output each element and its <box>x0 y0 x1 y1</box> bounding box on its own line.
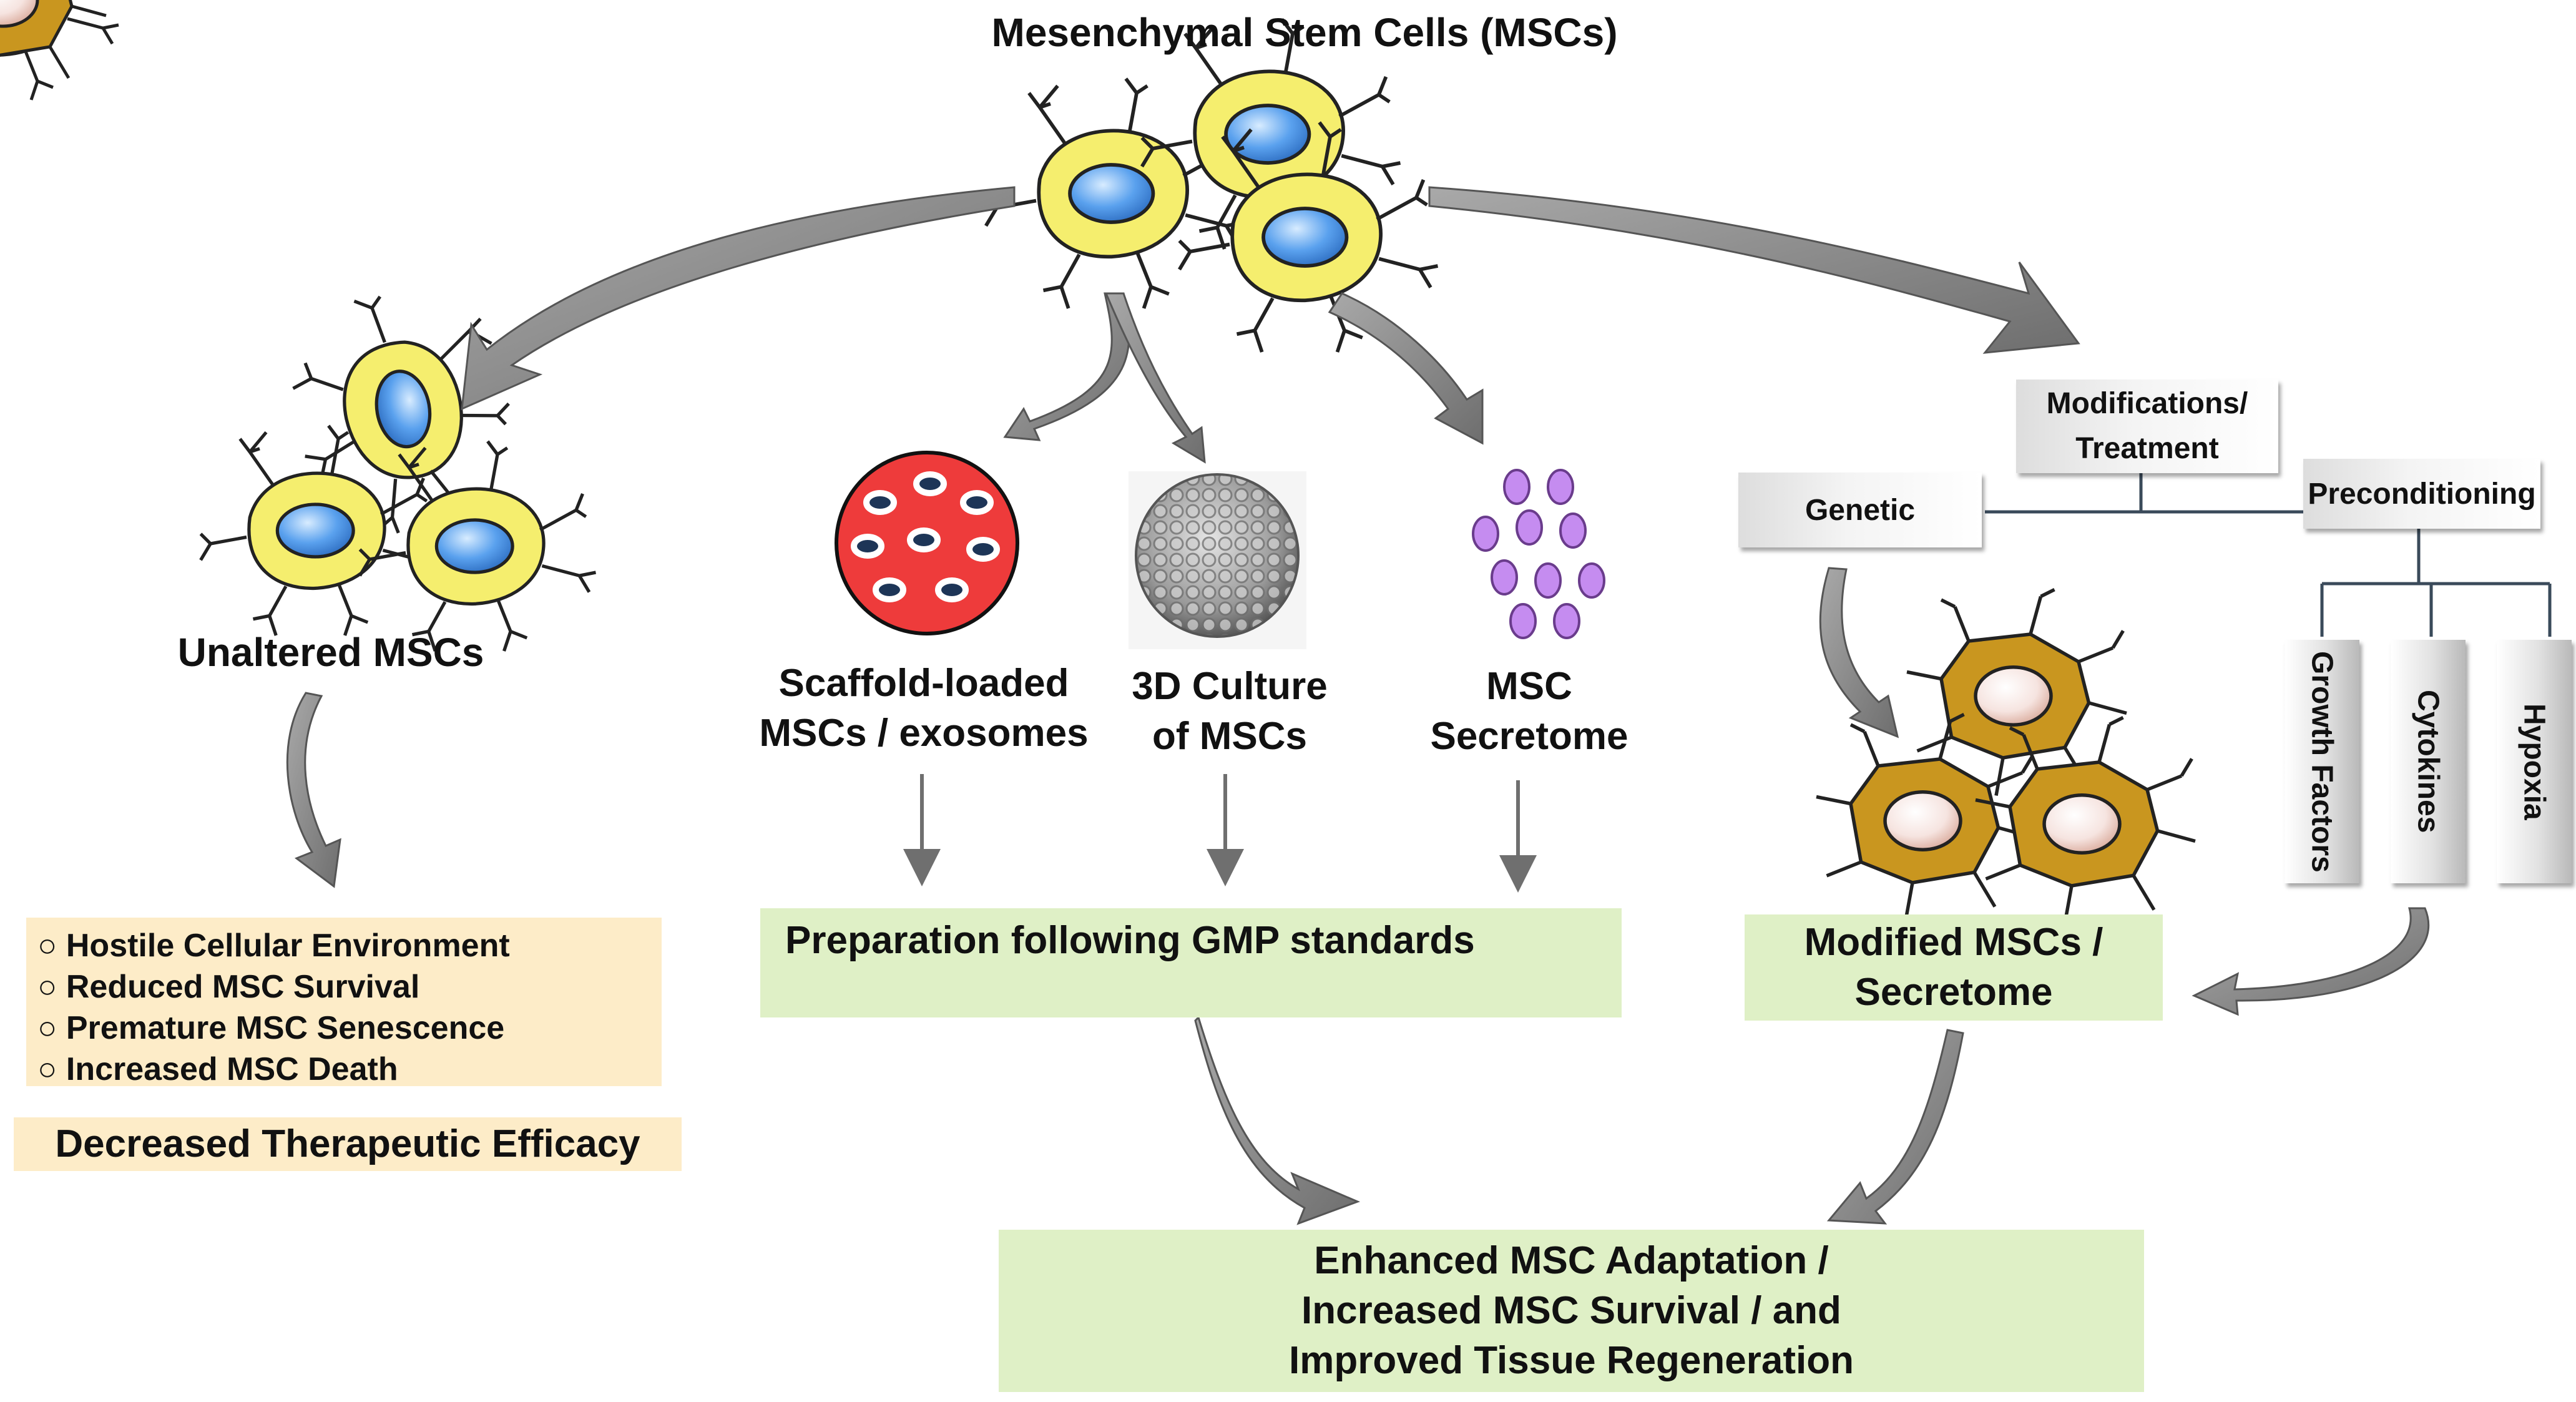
growth-factors-box: Growth Factors <box>2285 640 2359 883</box>
final-outcome-box: Enhanced MSC Adaptation / Increased MSC … <box>999 1230 2144 1392</box>
modified-cell-template <box>0 0 107 79</box>
secretome-graphic <box>1472 469 1605 639</box>
unaltered-label: Unaltered MSCs <box>177 630 484 675</box>
arrow-gmp-bottom <box>1194 1016 1361 1225</box>
secretome-label: MSC Secretome <box>1430 665 1628 758</box>
issue-item: ○ Reduced MSC Survival <box>37 969 420 1005</box>
genetic-box: Genetic <box>1738 473 1982 547</box>
arrow-genetic-modified <box>1819 567 1899 738</box>
diagram-title: Mesenchymal Stem Cells (MSCs) <box>991 10 1618 55</box>
outcome-box: Decreased Therapeutic Efficacy <box>14 1117 682 1171</box>
arrow-modified-bottom <box>1826 1029 1964 1225</box>
tree-connectors <box>1985 471 2552 637</box>
issue-item: ○ Increased MSC Death <box>37 1051 398 1087</box>
culture-label: 3D Culture of MSCs <box>1132 665 1328 758</box>
arrow-to-unaltered <box>461 186 1016 411</box>
arrow-to-modifications <box>1428 186 2080 354</box>
arrow-to-scaffold <box>1003 292 1130 441</box>
gmp-box: Preparation following GMP standards <box>760 908 1622 1017</box>
issues-box: ○ Hostile Cellular Environment ○ Reduced… <box>26 918 662 1087</box>
scaffold-graphic <box>835 451 1019 635</box>
arrow-unaltered-down <box>286 692 341 888</box>
arrow-to-culture <box>1104 292 1206 464</box>
modifications-box: Modifications/ Treatment <box>2016 380 2278 473</box>
issue-item: ○ Premature MSC Senescence <box>37 1010 505 1046</box>
arrow-to-secretome <box>1328 292 1484 445</box>
issue-item: ○ Hostile Cellular Environment <box>37 928 510 964</box>
preconditioning-box: Preconditioning <box>2303 459 2540 529</box>
spheroid-graphic <box>1129 471 1306 649</box>
modified-box: Modified MSCs / Secretome <box>1745 914 2163 1021</box>
arrow-precond-modified <box>2192 907 2430 1016</box>
scaffold-label: Scaffold-loaded MSCs / exosomes <box>759 662 1089 755</box>
hypoxia-box: Hypoxia <box>2497 640 2572 883</box>
cytokines-box: Cytokines <box>2391 640 2466 883</box>
